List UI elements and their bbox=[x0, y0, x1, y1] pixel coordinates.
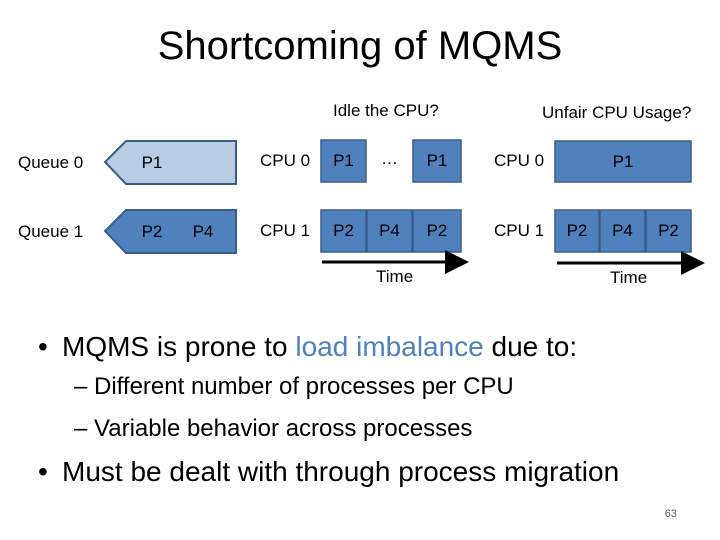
unfair-cpu1-cell-3 bbox=[645, 209, 692, 253]
idle-cpu1-cell-1-label: P2 bbox=[333, 221, 354, 240]
unfair-cpu1-cell-1-label: P2 bbox=[566, 221, 588, 240]
idle-cpu1-cell-3-label: P2 bbox=[426, 221, 448, 240]
bullet-2-text: Must be dealt with through process migra… bbox=[62, 456, 620, 487]
unfair-cpu1-cell-2-label: P4 bbox=[612, 221, 633, 240]
queue-0-shape bbox=[103, 140, 237, 185]
idle-cpu1-cell-3 bbox=[412, 209, 462, 253]
unfair-cpu0-cell-1-label: P1 bbox=[612, 152, 634, 171]
queue-1-label: Queue 1 bbox=[18, 222, 84, 241]
bullet-1-accent: load imbalance bbox=[295, 331, 484, 362]
bullet-dot: • bbox=[38, 331, 48, 362]
unfair-cpu1-cell-2 bbox=[599, 209, 646, 253]
bullet-1-prefix: MQMS is prone to bbox=[62, 331, 296, 362]
queue-0-item-1: P1 bbox=[141, 153, 163, 172]
idle-cpu1-cell-2 bbox=[366, 209, 413, 253]
idle-caption: Idle the CPU? bbox=[333, 101, 439, 120]
slide-title: Shortcoming of MQMS bbox=[157, 24, 563, 68]
queue-1-item-2: P4 bbox=[192, 222, 214, 241]
unfair-cpu0-label: CPU 0 bbox=[494, 151, 545, 170]
queue-1-shape bbox=[103, 209, 237, 254]
bullet-dot: • bbox=[38, 456, 48, 487]
unfair-caption: Unfair CPU Usage? bbox=[542, 103, 692, 122]
unfair-cpu1-cell-3-label: P2 bbox=[658, 221, 679, 240]
idle-cpu1-cell-1 bbox=[320, 209, 367, 253]
bullet-1: • MQMS is prone to load imbalance due to: bbox=[38, 330, 577, 364]
idle-cpu0-cell-2-label: … bbox=[381, 149, 398, 168]
idle-cpu1-cell-2-label: P4 bbox=[379, 221, 400, 240]
queue-1-item-1: P2 bbox=[141, 222, 163, 241]
unfair-cpu1-label: CPU 1 bbox=[494, 221, 545, 240]
queue-0-label: Queue 0 bbox=[18, 153, 84, 172]
idle-cpu0-cell-1-label: P1 bbox=[333, 151, 354, 170]
page-number: 63 bbox=[664, 508, 677, 520]
unfair-cpu0-cell-1 bbox=[554, 140, 692, 183]
idle-cpu1-label: CPU 1 bbox=[260, 221, 311, 240]
unfair-cpu1-cell-1 bbox=[554, 209, 600, 253]
idle-cpu0-cell-3 bbox=[412, 139, 462, 183]
sub-bullet-2: – Variable behavior across processes bbox=[74, 415, 473, 442]
bullet-2: • Must be dealt with through process migr… bbox=[38, 455, 619, 489]
bullet-1-suffix: due to: bbox=[483, 331, 578, 362]
scheduling-diagram bbox=[103, 139, 705, 275]
sub-bullet-1: – Different number of processes per CPU bbox=[74, 373, 514, 400]
idle-cpu0-cell-3-label: P1 bbox=[426, 151, 448, 170]
idle-time-label: Time bbox=[376, 267, 414, 286]
idle-cpu0-cell-1 bbox=[320, 139, 367, 183]
idle-cpu0-label: CPU 0 bbox=[260, 151, 311, 170]
unfair-time-label: Time bbox=[610, 268, 648, 287]
